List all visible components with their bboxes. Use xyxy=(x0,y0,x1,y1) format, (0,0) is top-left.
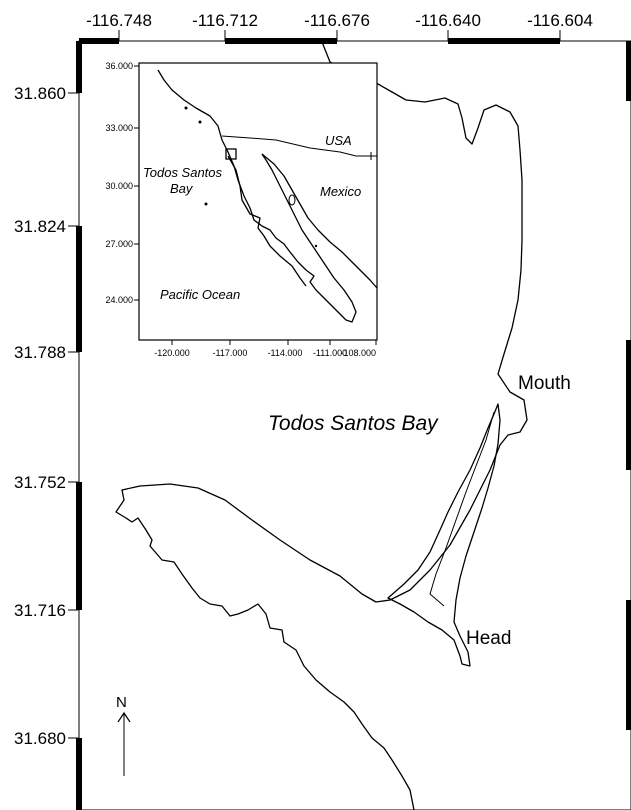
bay-label: Todos Santos Bay xyxy=(268,412,439,435)
inset-x-label: -120.000 xyxy=(154,348,190,358)
top-axis-label: -116.676 xyxy=(304,11,370,30)
estuary-channel xyxy=(387,403,501,667)
inset-coast-mainland xyxy=(157,69,357,323)
top-axis: -116.748 -116.712 -116.676 -116.640 -116… xyxy=(86,11,593,41)
top-axis-label: -116.640 xyxy=(415,11,481,30)
left-axis: 31.860 31.824 31.788 31.752 31.716 31.68… xyxy=(14,84,79,748)
left-axis-label: 31.680 xyxy=(14,729,66,748)
left-axis-label: 31.716 xyxy=(14,601,66,620)
inset-x-label: -108.000 xyxy=(340,348,376,358)
inset-usa-label: USA xyxy=(325,133,352,148)
inset-x-label: -117.000 xyxy=(213,348,248,358)
inset-y-label: 36.000 xyxy=(105,61,133,71)
inset-todos-santos-label: Bay xyxy=(170,181,194,196)
top-axis-label: -116.748 xyxy=(86,11,152,30)
inset-todos-santos-label: Todos Santos xyxy=(143,165,223,180)
inset-mexico-label: Mexico xyxy=(320,184,361,199)
inset-coast-baja xyxy=(227,155,307,287)
inset-x-label: -111.000 xyxy=(313,348,347,358)
inset-y-label: 30.000 xyxy=(105,181,133,191)
mouth-label: Mouth xyxy=(518,373,571,394)
left-axis-label: 31.752 xyxy=(14,473,66,492)
map-frame xyxy=(76,38,631,810)
left-axis-label: 31.824 xyxy=(14,217,66,236)
inset-border-line xyxy=(221,135,377,157)
head-label: Head xyxy=(466,628,511,649)
inset-y-label: 24.000 xyxy=(105,295,133,305)
left-axis-label: 31.788 xyxy=(14,343,66,362)
inset-pacific-label: Pacific Ocean xyxy=(160,287,240,302)
inset-x-label: -114.000 xyxy=(268,348,303,358)
top-axis-label: -116.712 xyxy=(192,11,258,30)
top-axis-label: -116.604 xyxy=(527,11,593,30)
north-arrow: N xyxy=(116,694,131,776)
inset-coast-gulf xyxy=(261,153,378,289)
inset-location-box xyxy=(225,148,237,160)
inner-channel xyxy=(429,411,495,607)
north-arrow-label: N xyxy=(116,694,127,711)
coastline-north xyxy=(115,41,528,810)
inset-y-label: 27.000 xyxy=(105,239,133,249)
inset-y-label: 33.000 xyxy=(105,123,133,133)
left-axis-label: 31.860 xyxy=(14,84,66,103)
inset-map: 36.000 33.000 30.000 27.000 24.000 -120.… xyxy=(105,61,378,358)
